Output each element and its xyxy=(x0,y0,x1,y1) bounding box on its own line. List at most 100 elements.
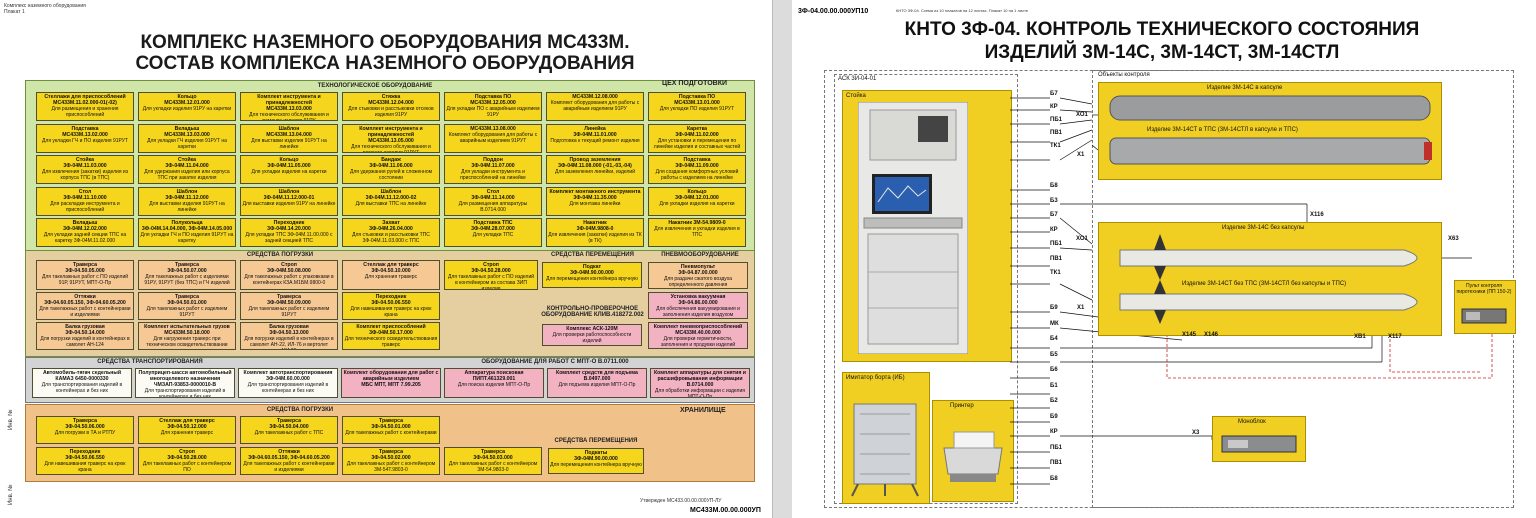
tech-card-desc: Для извлечения и укладки изделия в ТПС xyxy=(654,226,740,238)
transport-card-title: Комплект аппаратуры для снятия и расшифр… xyxy=(653,370,747,382)
right-title-line2: ИЗДЕЛИЙ 3М-14С, 3М-14СТ, 3М-14СТЛ xyxy=(984,42,1340,63)
tech-card-title: Шаблон xyxy=(176,188,198,195)
storage-card-desc: Для навешивания траверс на крюк крана xyxy=(44,461,126,473)
lift-card-title: Траверса xyxy=(72,262,98,268)
port-label: Б9 xyxy=(1050,413,1058,420)
item3-label: Изделие 3М-14С без капсулы xyxy=(1222,225,1305,231)
port-label: КР xyxy=(1050,104,1058,110)
tech-card-title: Подставка xyxy=(71,125,99,132)
port-label: ПВ1 xyxy=(1050,255,1062,262)
tech-card-desc: Для стыковки и расстыковки ТПС 3Ф-04М.11… xyxy=(352,232,430,244)
lift-card-code: 3Ф-04.60.05.150, 3Ф-04.60.05.200 xyxy=(44,300,126,306)
lift-card-code: 3Ф-04.50.05.000 xyxy=(65,268,105,274)
storage-card-title: Оттяжки xyxy=(278,449,300,455)
tech-card-desc: Для технического обслуживания и ремонта … xyxy=(351,143,431,153)
tech-card-desc: Для укладки ГЧ изделия 91РУТ на каретки xyxy=(147,137,227,150)
lift-card-code: 3Ф-04.50.28.000 xyxy=(471,268,511,274)
storage-card-desc: Для такелажных работ с контейнерами и из… xyxy=(243,461,335,473)
item2-label: Изделие 3М-14СТ в ТПС (3М-14СТЛ в капсул… xyxy=(1147,127,1298,133)
item1-label: Изделие 3М-14С в капсуле xyxy=(1207,85,1283,91)
transport-card-code: ЧМЗАП-93853-0000010-В xyxy=(153,382,217,388)
tech-card-desc: Для укладки ПО изделия 91РУТ xyxy=(659,106,735,112)
tech-card-code: МС433М.13.05.000 xyxy=(368,137,414,144)
pneumo-card-title: Установка вакуумная xyxy=(670,294,726,300)
kpo-card: Комплекс АСК-120М Для проверки работоспо… xyxy=(542,324,642,346)
storage-move-title: СРЕДСТВА ПЕРЕМЕЩЕНИЯ xyxy=(554,438,638,444)
tech-card-code: 3Ф-04М.11.14.000 xyxy=(471,194,515,201)
transport-card-title: Полуприцеп-шасси автомобильный многоцеле… xyxy=(138,370,232,382)
transport-title: СРЕДСТВА ТРАНСПОРТИРОВАНИЯ xyxy=(97,359,203,365)
stand-image xyxy=(858,102,968,354)
transport-card: Полуприцеп-шасси автомобильный многоцеле… xyxy=(135,368,235,398)
move-card-desc: Для перемещения контейнера вручную xyxy=(546,276,638,282)
lift-card-title: Строп xyxy=(483,262,499,268)
lift-card-title: Траверса xyxy=(276,294,302,300)
tech-card-desc: Для установки и перемещения по линейке и… xyxy=(653,137,741,150)
tech-card-title: Подставка ПО xyxy=(678,94,716,100)
tech-card-title: Стеллажи для приспособлений xyxy=(44,94,126,100)
pult-image xyxy=(1461,308,1507,324)
tech-card-title: Стол xyxy=(78,188,92,195)
tech-card-title: Накатник xyxy=(583,220,607,226)
tech-card-title: Провод заземления xyxy=(569,157,621,163)
transport-card-desc: Для обработки информации с изделия МПТ-О… xyxy=(655,388,745,398)
tech-card-title: Стяжка xyxy=(381,94,401,100)
tech-card-title: Полукольца xyxy=(171,220,203,226)
transport-card-code: В.0714.000 xyxy=(686,382,714,388)
pneumo-card-title: Комплект пневмоприспособлений xyxy=(653,324,743,330)
storage-card-code: 3Ф-04.50.02.000 xyxy=(371,455,411,461)
connector-x146: Х146 xyxy=(1204,332,1219,338)
storage-card-code: 3Ф-04.50.03.000 xyxy=(473,455,513,461)
tech-card-code: 3Ф-04М.11.05.000 xyxy=(267,163,311,169)
monoblock-image xyxy=(1221,435,1297,453)
port-label: ПБ1 xyxy=(1050,117,1062,123)
tech-card-desc: Для удержания рулей в сложенном состояни… xyxy=(349,169,433,181)
right-corner-note: КНТО 3Ф-04. Схема из 10 плакатов на 12 л… xyxy=(896,8,1029,13)
storage-move-card: Подкаты 3Ф-04М.90.00.000 Для перемещения… xyxy=(548,448,644,474)
transport-card-code: 3Ф-04М.60.00.000 xyxy=(266,376,310,382)
lift-card-desc: Для нагружения траверс при техническом о… xyxy=(146,336,228,348)
tech-card-title: Подставка ПО xyxy=(474,94,512,100)
lift-card-desc: Для погрузки изделий в контейнерах в сам… xyxy=(244,336,334,349)
tech-card-desc: Для выставки изделия 91РУ на линейке xyxy=(242,200,336,207)
lift-card-code: 3Ф-04.50.01.000 xyxy=(167,300,207,306)
tech-card-desc: Для извлечения (закатки) изделия из корп… xyxy=(41,169,129,181)
lift-card-desc: Для такелажных работ с ПО изделий 91Р, 9… xyxy=(41,274,129,286)
tech-card-title: Стойка xyxy=(75,157,95,163)
tech-card-code: 3Ф-04М.14.04.000, 3Ф-04М.14.05.000 xyxy=(141,226,233,232)
tech-card-desc: Для укладки изделия 91РУ на каретки xyxy=(142,106,232,112)
storage-card-desc: Для хранения траверс xyxy=(160,430,214,436)
side-label-2: Инв. № xyxy=(8,484,14,505)
tech-card-desc: Для заземления линейки, изделий xyxy=(554,169,636,175)
storage-title: ХРАНИЛИЩЕ xyxy=(680,407,726,414)
tech-card-title: Линейка xyxy=(584,125,606,132)
lift-card-desc: Для такелажных работ с изделиями 91РУ, 9… xyxy=(144,274,230,286)
transport-card: Комплект аппаратуры для снятия и расшифр… xyxy=(650,368,750,398)
tech-card-code: 3Ф-04М.11.12.000-01 xyxy=(263,194,315,201)
lift-title: СРЕДСТВА ПОГРУЗКИ xyxy=(246,252,314,258)
tech-card-title: Захват xyxy=(382,220,400,226)
tech-card-title: Каретка xyxy=(686,125,708,132)
kpo-card-desc: Для проверки работоспособности изделий xyxy=(552,332,632,344)
